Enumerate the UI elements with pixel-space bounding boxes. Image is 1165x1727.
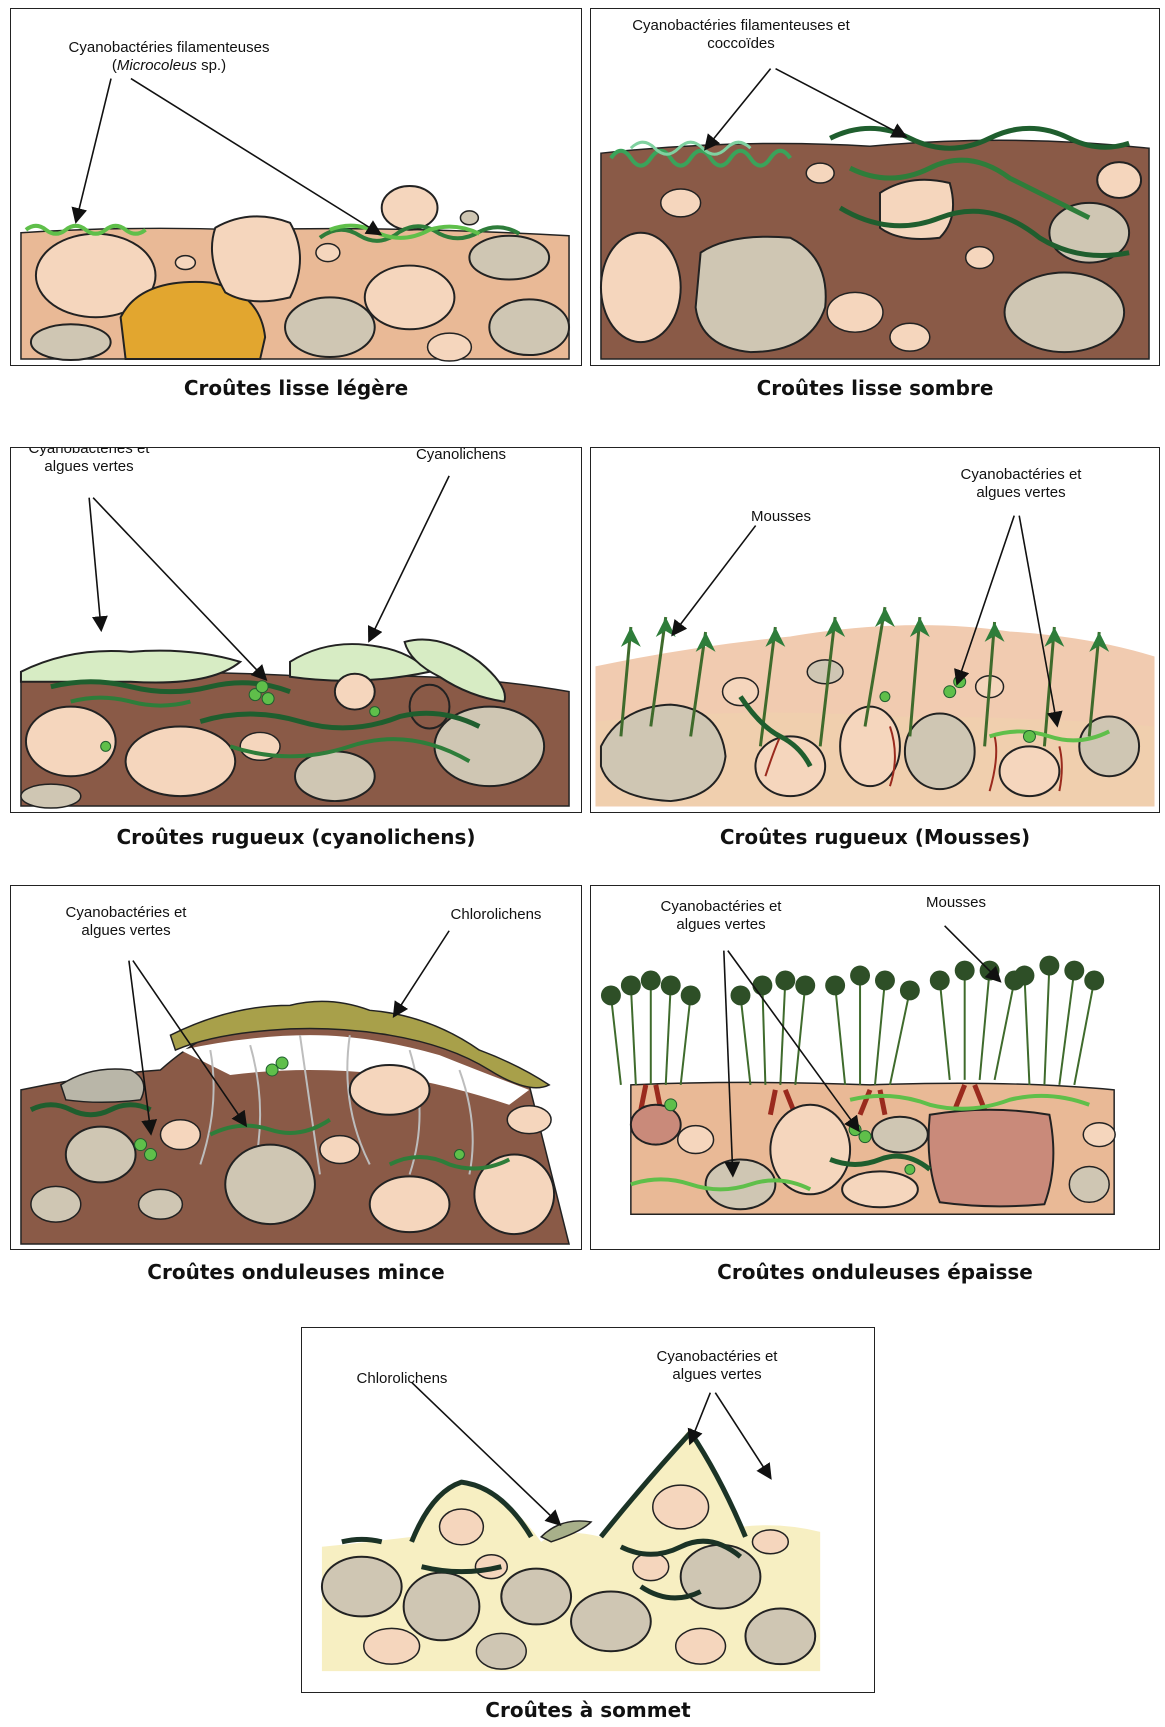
label-cyano-green-algae: Cyanobactéries et algues vertes — [632, 1348, 802, 1384]
caption-onduleuses-epaisse: Croûtes onduleuses épaisse — [590, 1260, 1160, 1284]
label-chlorolichens: Chlorolichens — [431, 906, 561, 924]
label-line2: algues vertes — [931, 484, 1111, 502]
label-line2: algues vertes — [632, 1366, 802, 1384]
label-mousses: Mousses — [911, 894, 1001, 912]
label-filamentous-cyanobacteria: Cyanobactéries filamenteuses (Microcoleu… — [19, 39, 319, 75]
panel-onduleuses-mince: Cyanobactéries et algues vertes Chloroli… — [10, 885, 582, 1250]
label-line1: Cyanobactéries et — [931, 466, 1111, 484]
label-line1: Cyanobactéries et — [632, 1348, 802, 1366]
label-filamentous-coccoid: Cyanobactéries filamenteuses et coccoïde… — [596, 17, 886, 53]
caption-lisse-legere: Croûtes lisse légère — [10, 376, 582, 400]
species-suffix: sp.) — [197, 57, 226, 74]
soil-illustration — [591, 9, 1159, 365]
caption-rugueux-mousses: Croûtes rugueux (Mousses) — [590, 825, 1160, 849]
label-cyano-green-algae: Cyanobactéries et algues vertes — [19, 447, 159, 476]
panel-rugueux-cyanolichens: Cyanobactéries et algues vertes Cyanolic… — [10, 447, 582, 813]
soil-illustration — [591, 886, 1159, 1249]
panel-a-sommet: Chlorolichens Cyanobactéries et algues v… — [301, 1327, 875, 1693]
panel-onduleuses-epaisse: Cyanobactéries et algues vertes Mousses — [590, 885, 1160, 1250]
panel-rugueux-mousses: Mousses Cyanobactéries et algues vertes — [590, 447, 1160, 813]
genus-name: Microcoleus — [117, 57, 197, 74]
label-cyano-green-algae: Cyanobactéries et algues vertes — [41, 904, 211, 940]
label-cyano-green-algae: Cyanobactéries et algues vertes — [636, 898, 806, 934]
label-cyano-green-algae: Cyanobactéries et algues vertes — [931, 466, 1111, 502]
label-line1: Cyanobactéries filamenteuses — [19, 39, 319, 57]
label-line1: Cyanobactéries et — [19, 447, 159, 458]
label-line1: Cyanobactéries et — [41, 904, 211, 922]
label-line2: algues vertes — [41, 922, 211, 940]
soil-illustration — [591, 448, 1159, 812]
soil-illustration — [11, 448, 581, 812]
label-line2: coccoïdes — [596, 35, 886, 53]
label-chlorolichens: Chlorolichens — [342, 1370, 462, 1388]
caption-a-sommet: Croûtes à sommet — [301, 1698, 875, 1722]
label-line1: Cyanobactéries filamenteuses et — [596, 17, 886, 35]
label-line2: (Microcoleus sp.) — [19, 57, 319, 75]
caption-onduleuses-mince: Croûtes onduleuses mince — [10, 1260, 582, 1284]
caption-rugueux-cyanolichens: Croûtes rugueux (cyanolichens) — [10, 825, 582, 849]
panel-lisse-sombre: Cyanobactéries filamenteuses et coccoïde… — [590, 8, 1160, 366]
panel-lisse-legere: Cyanobactéries filamenteuses (Microcoleu… — [10, 8, 582, 366]
label-mousses: Mousses — [741, 508, 821, 526]
label-line2: algues vertes — [19, 458, 159, 476]
label-line1: Cyanobactéries et — [636, 898, 806, 916]
label-line2: algues vertes — [636, 916, 806, 934]
soil-illustration — [11, 886, 581, 1249]
label-cyanolichens: Cyanolichens — [401, 447, 521, 464]
caption-lisse-sombre: Croûtes lisse sombre — [590, 376, 1160, 400]
